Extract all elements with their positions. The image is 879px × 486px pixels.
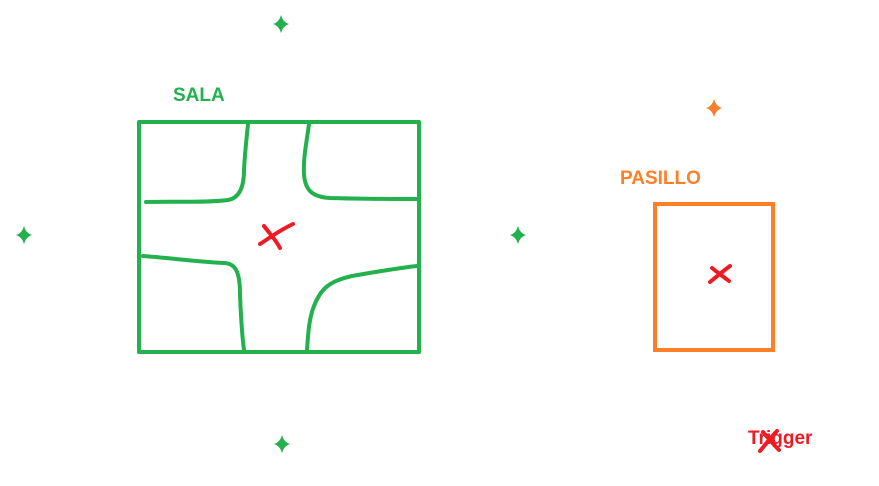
sparkle-plus-icon (510, 226, 526, 244)
sala-corridor-bottom-right (305, 264, 419, 352)
pasillo-outline (653, 202, 775, 352)
sparkle-plus-icon (706, 99, 722, 117)
sparkle-plus-icon (273, 15, 289, 33)
sparkle-plus-icon (274, 435, 290, 453)
trigger-markers (258, 222, 732, 284)
pasillo-trigger-x-mark-icon (708, 264, 732, 284)
pasillo-room (653, 202, 775, 352)
sparkle-markers (16, 15, 722, 453)
x-mark-icon (758, 429, 781, 453)
sala-trigger-x-mark-icon (258, 222, 295, 250)
trigger-legend: Trigger (748, 428, 812, 453)
sala-corridor-top-right (301, 122, 419, 201)
sala-label: SALA (173, 85, 225, 106)
pasillo-label: PASILLO (620, 168, 701, 189)
sparkle-plus-icon (16, 226, 32, 244)
sala-corridor-top-left (144, 122, 250, 204)
sala-room (137, 120, 421, 354)
sala-outline (137, 120, 421, 354)
sala-corridor-bottom-left (141, 254, 246, 352)
